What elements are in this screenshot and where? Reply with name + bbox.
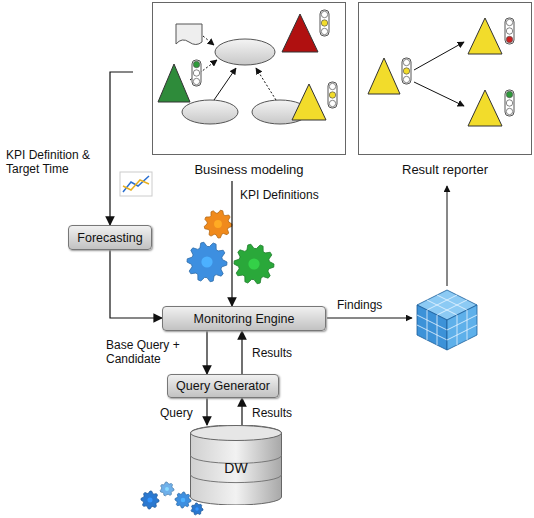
node-label: Monitoring Engine <box>194 312 295 326</box>
cube-grid <box>467 310 468 340</box>
kpi-triangle <box>368 58 400 94</box>
flow-connector <box>206 398 207 425</box>
light-lamp <box>506 28 512 34</box>
cylinder-top <box>191 426 282 441</box>
traffic-light <box>505 90 514 116</box>
gear-icon <box>204 210 232 238</box>
gear-icon <box>234 244 274 284</box>
edge-label: KPI Definition & Target Time <box>6 148 102 176</box>
light-lamp <box>506 108 512 114</box>
flow-connector <box>110 250 162 318</box>
cube-grid <box>457 315 458 345</box>
gear-hub <box>181 498 185 502</box>
kpi-triangle <box>468 90 502 126</box>
flow-connector <box>241 331 242 374</box>
edge-label: Results <box>252 406 292 420</box>
light-lamp <box>506 19 512 25</box>
cube-grid <box>437 315 438 345</box>
gear-hub <box>195 507 198 510</box>
light-lamp <box>506 91 512 97</box>
model-arrow <box>327 318 412 319</box>
cube-grid <box>447 325 477 340</box>
model-ellipse <box>215 39 275 65</box>
edge-label: Query <box>160 406 193 420</box>
model-arrow <box>414 82 464 106</box>
gear-icon <box>141 491 159 509</box>
gear-icon <box>160 482 174 496</box>
cylinder-body <box>191 425 282 505</box>
light-lamp <box>329 83 335 89</box>
light-lamp <box>329 92 335 98</box>
chart-line <box>123 176 149 192</box>
node-label: Forecasting <box>77 231 142 245</box>
gear-hub <box>165 487 169 491</box>
node-label: Query Generator <box>176 379 270 393</box>
cube-face <box>417 305 447 350</box>
node-label: DW <box>224 454 247 476</box>
traffic-light <box>192 60 201 86</box>
light-lamp <box>329 100 335 106</box>
cube-grid <box>417 325 447 340</box>
gear-icon <box>191 503 203 515</box>
flow-connector <box>206 331 207 374</box>
light-lamp <box>321 20 327 26</box>
report-panel: Result reporter <box>358 2 532 155</box>
light-lamp <box>403 59 409 65</box>
cube-grid <box>417 315 447 330</box>
flow-label: Findings <box>337 298 382 312</box>
kpi-triangle <box>158 64 190 102</box>
database-cylinder: DW <box>190 425 282 505</box>
light-lamp <box>193 61 199 67</box>
edge-label: Results <box>252 346 292 360</box>
gear-icon <box>187 242 227 282</box>
process-box: Monitoring Engine <box>162 306 326 331</box>
chart-icon <box>120 172 152 196</box>
cube-grid <box>427 310 428 340</box>
model-arrow <box>256 68 276 100</box>
cube-grid <box>447 315 477 330</box>
flow-connector <box>241 398 242 425</box>
gear-hub <box>248 258 259 269</box>
model-arrow <box>203 36 214 45</box>
gear-icon <box>175 492 191 508</box>
edge-label: Base Query + Candidate <box>106 338 201 366</box>
flow-connector <box>231 181 232 306</box>
panel-caption: Result reporter <box>339 162 534 177</box>
light-lamp <box>193 70 199 76</box>
model-panel: Business modeling <box>152 2 346 155</box>
gear-hub <box>214 220 222 228</box>
light-lamp <box>403 76 409 82</box>
light-lamp <box>193 78 199 84</box>
panel-caption: Business modeling <box>133 162 365 177</box>
kpi-triangle <box>282 14 318 52</box>
traffic-light <box>505 18 514 44</box>
flow-connector <box>110 72 133 225</box>
cube-face <box>447 305 477 350</box>
model-arrow <box>414 42 464 70</box>
gear-hub <box>147 497 152 502</box>
document-icon <box>176 24 202 45</box>
traffic-light <box>320 10 329 36</box>
chart-line <box>123 180 149 190</box>
process-box: Query Generator <box>167 374 279 398</box>
traffic-light <box>402 58 411 84</box>
kpi-triangle <box>468 18 502 54</box>
gear-hub <box>201 256 212 267</box>
light-lamp <box>321 28 327 34</box>
process-box: Forecasting <box>68 225 151 250</box>
light-lamp <box>321 11 327 17</box>
light-lamp <box>506 36 512 42</box>
light-lamp <box>403 68 409 74</box>
light-lamp <box>506 100 512 106</box>
model-ellipse <box>182 100 238 124</box>
model-arrow <box>447 186 448 286</box>
kpi-triangle <box>292 84 326 120</box>
model-arrow <box>214 68 236 100</box>
edge-label: KPI Definitions <box>240 188 319 202</box>
traffic-light <box>328 82 337 108</box>
